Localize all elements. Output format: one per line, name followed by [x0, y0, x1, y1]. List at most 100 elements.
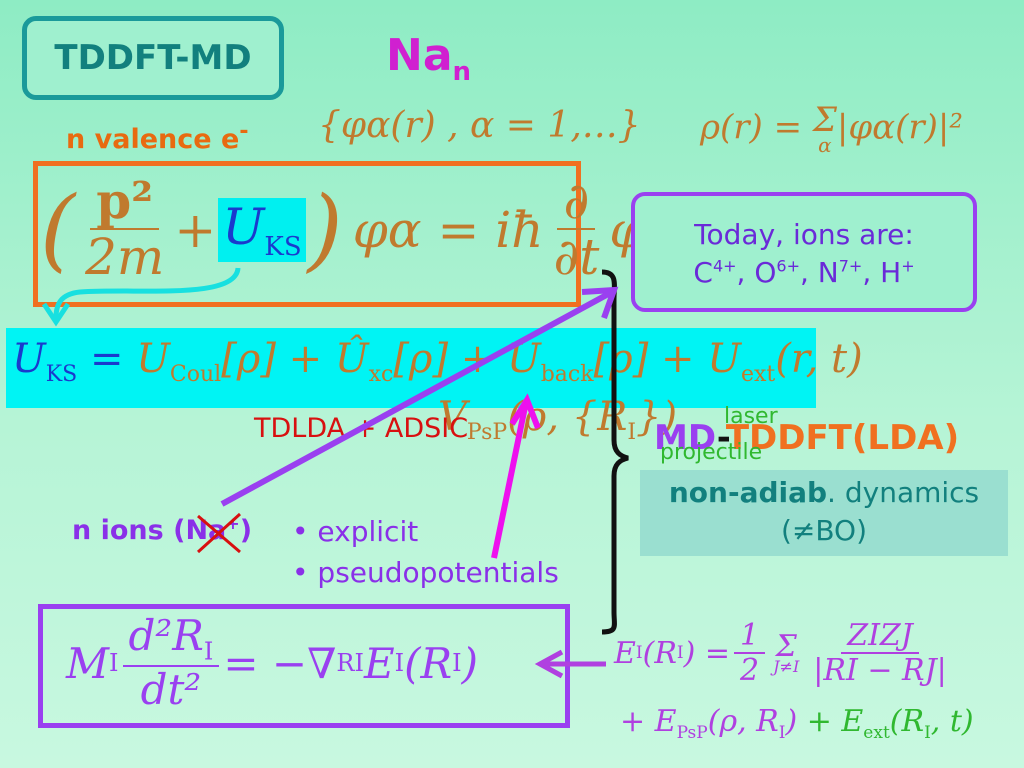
psp-energy-end: )	[785, 704, 798, 739]
acceleration-fraction: d²RI dt²	[122, 611, 220, 713]
left-paren: (	[40, 177, 76, 283]
tddft-text: TDDFT(LDA)	[725, 418, 960, 458]
plus-sign: +	[174, 200, 217, 259]
title-box: TDDFT-MD	[22, 16, 284, 100]
ion-c-sep: ,	[736, 255, 755, 289]
curly-brace	[601, 269, 629, 635]
uks-lhs-symbol: U	[12, 336, 46, 382]
nions-post: )	[239, 515, 253, 546]
ion-h-el: H	[880, 255, 902, 289]
uks-highlight: UKS	[218, 197, 306, 262]
ion-o: O6+,	[754, 256, 817, 289]
xc-symbol: Û	[334, 336, 369, 382]
valence-text: n valence e	[66, 124, 240, 155]
ions-box-title: Today, ions are:	[694, 218, 914, 251]
energy-arrowhead	[534, 649, 564, 679]
ion-n: N7+,	[818, 256, 880, 289]
nonadiab-rest: . dynamics	[827, 476, 980, 509]
uks-symbol: U	[222, 197, 265, 256]
newton-energy: E	[363, 638, 395, 688]
vpsp-argsub: I	[627, 420, 637, 445]
mass-sub: I	[109, 649, 119, 678]
valence-sup: -	[239, 118, 249, 144]
kinetic-numerator: p²	[90, 174, 160, 230]
coul-arg: [ρ] +	[221, 336, 335, 382]
na-cross-out	[196, 512, 242, 554]
right-paren: )	[307, 177, 343, 283]
ext-energy-term: + Eext(RI, t)	[797, 704, 974, 743]
nonadiab-box: non-adiab. dynamics (≠BO)	[640, 470, 1008, 556]
pair-sum-symbol: Σ	[775, 628, 797, 664]
ion-h: H+	[880, 256, 914, 289]
vpsp-end: })	[636, 394, 678, 440]
orbital-set: {φα(r) , α = 1,…}	[318, 105, 641, 146]
ion-n-el: N	[817, 255, 839, 289]
ext-energy-argsub: I	[924, 723, 931, 743]
coulomb-num: ZIZJ	[841, 620, 919, 654]
psp-energy-arg: (ρ, R	[707, 704, 779, 739]
half-den: 2	[740, 652, 760, 688]
half-fraction: 1 2	[734, 620, 766, 688]
ion-o-sep: ,	[799, 255, 818, 289]
derivative-num: ∂	[557, 175, 596, 230]
energy-argsub: I	[676, 643, 684, 664]
ion-c: C4+,	[693, 256, 754, 289]
ext-symbol: U	[707, 336, 741, 382]
psp-arrowhead	[509, 393, 541, 430]
system-label: Nan	[386, 30, 471, 87]
ion-c-ch: 4+	[712, 256, 737, 276]
psp-energy-symbol: + E	[620, 704, 677, 739]
tdks-equation-box	[33, 161, 581, 307]
uks-lhs-sub: KS	[45, 362, 78, 387]
psp-energy-sub: PsP	[676, 723, 708, 743]
ion-treatment-list: • explicit • pseudopotentials	[292, 512, 559, 593]
energy-eq: ) =	[683, 635, 731, 671]
back-term: Uback[ρ] +	[507, 336, 708, 387]
ions-box: Today, ions are: C4+, O6+, N7+, H+	[631, 192, 977, 312]
coul-symbol: U	[136, 336, 170, 382]
density-sum-sub: α	[818, 132, 832, 157]
bullet-explicit: • explicit	[292, 515, 419, 548]
uks-link-arrowhead	[41, 302, 71, 327]
valence-label: n valence e-	[66, 118, 249, 155]
psp-arrow	[491, 401, 529, 559]
vpsp-sub: PsP	[466, 420, 508, 445]
accel-num-sub: I	[203, 637, 214, 666]
half-num: 1	[734, 620, 766, 654]
pair-sum-sub: J≠I	[773, 656, 800, 676]
laser-label: laser	[724, 404, 778, 429]
tdks-equation: ( p² 2m + UKS ) φα = iħ ∂ ∂t φα	[40, 174, 678, 285]
accel-num-text: d²R	[128, 611, 204, 660]
coulomb-den: |RI − RJ|	[813, 652, 947, 688]
density-lhs: ρ(r) =	[700, 107, 813, 148]
ions-arrowhead	[581, 286, 619, 320]
uks-equals: =	[77, 336, 137, 382]
nabla-sub: RI	[336, 649, 364, 678]
ions-arrow	[220, 289, 614, 507]
newton-arg: (R	[404, 638, 453, 688]
ext-arg: (r, t)	[775, 336, 863, 382]
newton-rhs: = −∇	[223, 638, 337, 688]
accel-num: d²RI	[122, 611, 220, 667]
uks-sub: KS	[264, 231, 302, 262]
projectile-label: projectile	[660, 440, 763, 465]
ion-n-ch: 7+	[838, 256, 863, 276]
back-arg: [ρ] +	[593, 336, 708, 382]
ext-term: Uext(r, t)	[707, 336, 863, 387]
system-base: Na	[386, 30, 453, 81]
uks-equation: UKS = UCoul[ρ] + Ûxc[ρ] + Uback[ρ] + Uex…	[12, 336, 863, 387]
newton-argsub: I	[452, 649, 462, 678]
ion-c-el: C	[693, 255, 713, 289]
newton-end: )	[461, 638, 479, 688]
nonadiab-line2: (≠BO)	[780, 513, 868, 547]
energy-symbol: E	[614, 635, 636, 671]
bullet-pseudopotentials: • pseudopotentials	[292, 555, 559, 589]
tdks-rhs: φα = iħ	[352, 200, 544, 259]
newton-energy-sub: I	[394, 649, 405, 678]
density-rhs: |φα(r)|²	[836, 107, 964, 148]
energy-sub: I	[635, 643, 643, 664]
md-dash: -	[716, 418, 726, 458]
xc-sub: xc	[368, 362, 394, 387]
